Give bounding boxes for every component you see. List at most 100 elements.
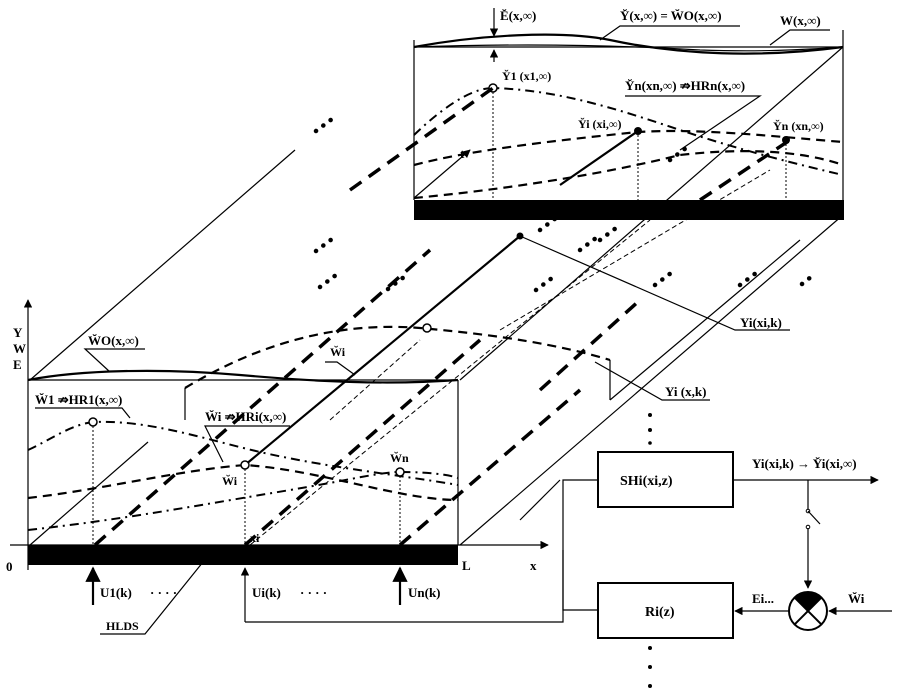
- leader-steady-state: [599, 25, 740, 41]
- controller-feed-line: [562, 479, 598, 611]
- axis-label-e: E: [13, 357, 22, 372]
- diag-yi-trajectory-top: [559, 130, 639, 186]
- diag-thin-dash-1: [249, 219, 651, 546]
- input-i-label: Ui(k): [252, 585, 281, 600]
- point-n-label: Y̆n (xn,∞): [773, 119, 824, 133]
- ellipsis-1: · · · ·: [150, 585, 177, 600]
- top-hlds-bar: [414, 200, 844, 220]
- time-arrow: [413, 149, 471, 199]
- top-reference-curve: [413, 44, 844, 52]
- hlds-label: HLDS: [106, 619, 139, 633]
- continuation-dot: [648, 684, 652, 688]
- ellipsis-dots: [799, 270, 819, 287]
- intermediate-point: [422, 323, 432, 333]
- leader-yi-x-k: [594, 361, 710, 401]
- leader-reference: [769, 29, 830, 46]
- summing-junction: [788, 591, 828, 631]
- diag-dash-1: [93, 248, 432, 547]
- loop-reference-label: W̆i: [848, 591, 865, 606]
- point-1-label: Y̆1 (x1,∞): [502, 69, 551, 83]
- diag-left-frame: [29, 149, 296, 381]
- wo-label: W̆O(x,∞): [88, 333, 139, 348]
- switch-blade[interactable]: [807, 510, 821, 525]
- top-steady-state-curve: [413, 33, 844, 55]
- diag-dash-n-2: [538, 298, 642, 392]
- diag-origin-line: [29, 441, 149, 546]
- bottom-point-i: [240, 460, 250, 470]
- wn-point-label: W̆n: [390, 451, 409, 465]
- continuation-dot: [648, 441, 652, 445]
- loop-error-label: Ei...: [752, 591, 774, 606]
- ellipsis-dots: [317, 269, 343, 290]
- diag-right-frame-upper: [459, 46, 844, 381]
- bottom-plane: [10, 299, 549, 635]
- hr1-label: W̆1 ⇏HR1(x,∞): [35, 392, 122, 407]
- bottom-point-n: [395, 467, 405, 477]
- diag-dash-n: [398, 388, 582, 547]
- leader-hri: [204, 425, 290, 463]
- bottom-curve-1: [27, 420, 459, 486]
- ellipsis-dots: [577, 232, 603, 253]
- continuation-dot: [648, 646, 652, 650]
- ellipsis-dots: [313, 233, 339, 254]
- top-curve-n: [413, 150, 844, 200]
- diag-solid-lower: [519, 479, 561, 521]
- diag-dash-top-1: [348, 86, 495, 192]
- error-label: Ĕ(x,∞): [500, 8, 536, 23]
- continuation-dot: [648, 428, 652, 432]
- leader-wo: [83, 348, 145, 373]
- axis-label-w: W: [13, 341, 26, 356]
- input-n-label: Un(k): [408, 585, 441, 600]
- ellipsis-dots: [652, 267, 678, 288]
- time-trajectories: [29, 46, 844, 547]
- point-i-label: Y̆i (xi,∞): [578, 117, 621, 131]
- time-label: t: [460, 146, 465, 161]
- diag-yi-trajectory: [244, 235, 521, 466]
- xi-label: xi: [250, 531, 260, 545]
- intermediate-curve: [184, 325, 611, 389]
- steady-state-label: Y̆(x,∞) = W̆O(x,∞): [620, 8, 722, 23]
- reference-label: W(x,∞): [780, 13, 821, 28]
- sh-block-label: SHi(xi,z): [620, 474, 673, 489]
- hri-label: W̆i ⇏HRi(x,∞): [205, 409, 286, 424]
- control-loop: [245, 413, 892, 688]
- continuation-dot: [648, 665, 652, 669]
- sh-block[interactable]: [597, 451, 734, 508]
- labels: Y W E 0 L x t Ĕ(x,∞) Y̆(x,∞) = W̆O(x,∞) …: [6, 8, 865, 633]
- leader-hr-n: [625, 95, 762, 151]
- actuator-feedback-line: [245, 550, 564, 623]
- bottom-curve-n: [27, 470, 459, 531]
- diag-dash-top-n: [699, 138, 791, 202]
- x-axis-label: x: [530, 558, 537, 573]
- ellipsis-2: · · · ·: [300, 585, 327, 600]
- leader-hlds: [100, 561, 204, 635]
- ellipsis-dots: [313, 113, 339, 134]
- bottom-hlds-bar: [28, 545, 458, 565]
- ellipsis-dots: [385, 271, 411, 292]
- origin-label: 0: [6, 559, 13, 574]
- wi-point-label: W̆i: [222, 474, 238, 488]
- axis-label-y: Y: [13, 325, 23, 340]
- diag-dash-i: [243, 338, 482, 547]
- bottom-curve-i: [27, 463, 459, 502]
- leader-hr1: [35, 407, 131, 419]
- input-1-label: U1(k): [100, 585, 132, 600]
- hr-n-label: Y̆n(xn,∞) ⇏HRn(x,∞): [625, 78, 745, 93]
- top-plane: [413, 8, 844, 220]
- r-block[interactable]: [597, 582, 734, 639]
- top-curve-1: [413, 86, 844, 176]
- bottom-wo-curve: [27, 369, 459, 384]
- diag-thin-dash-3: [499, 169, 771, 331]
- ellipsis-dots: [533, 272, 559, 293]
- output-label: Yi(xi,k) → Y̆i(xi,∞): [752, 456, 857, 471]
- wi-center-label: W̆i: [330, 345, 346, 359]
- continuation-dot: [648, 413, 652, 417]
- yi-xi-k-label: Yi(xi,k): [740, 315, 782, 330]
- leader-yi-xi-k: [519, 235, 790, 331]
- end-label: L: [462, 558, 471, 573]
- diag-solid-right: [609, 239, 801, 401]
- diag-right-frame-lower: [459, 214, 844, 546]
- ellipsis-dots: [597, 222, 623, 243]
- r-block-label: Ri(z): [645, 605, 675, 620]
